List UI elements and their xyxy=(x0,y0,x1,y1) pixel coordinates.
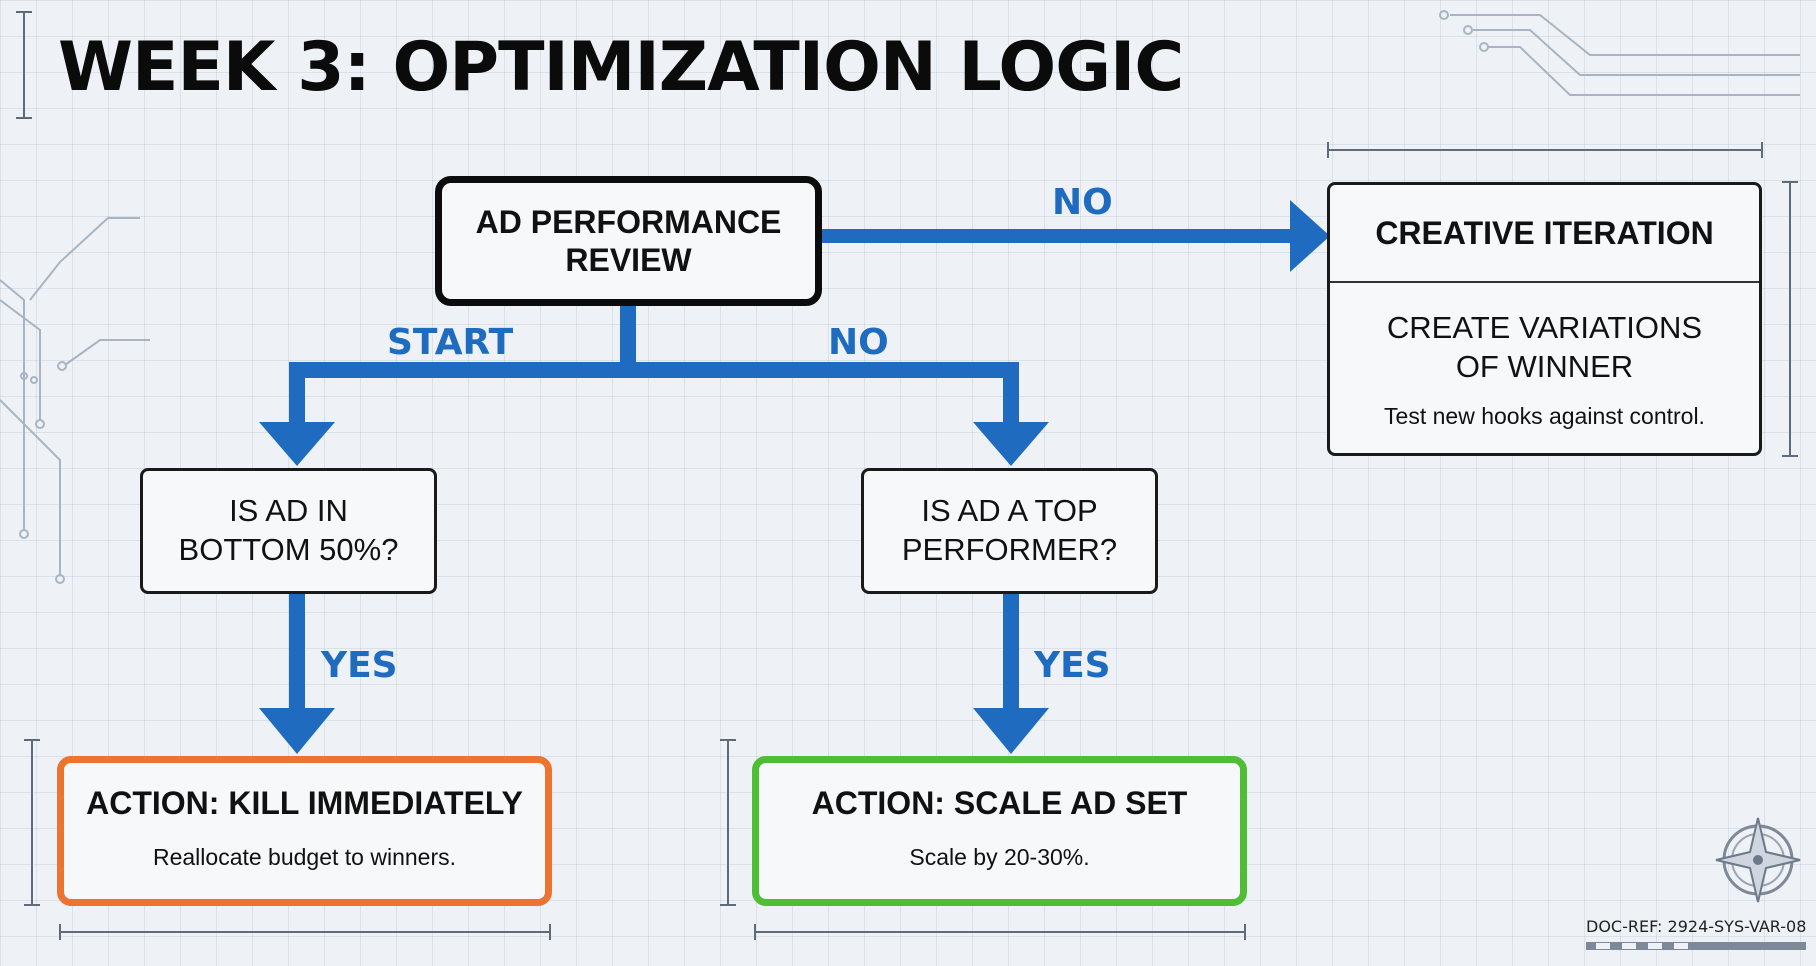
node-label-line-1: IS AD IN xyxy=(229,493,348,529)
node-note: Scale by 20-30%. xyxy=(909,844,1090,870)
decor-circuit-top-right xyxy=(1439,10,1800,96)
footer-scale-bar xyxy=(1586,942,1806,950)
node-title: CREATIVE ITERATION xyxy=(1330,185,1759,283)
node-action-scale: ACTION: SCALE AD SET Scale by 20-30%. xyxy=(752,756,1247,906)
node-ad-performance-review: AD PERFORMANCE REVIEW xyxy=(435,176,822,306)
node-label-line-2: REVIEW xyxy=(565,242,692,278)
node-label-line-1: AD PERFORMANCE xyxy=(475,203,782,240)
flow-arrows xyxy=(259,200,1330,754)
decor-circuit-left xyxy=(0,217,150,584)
node-note: Test new hooks against control. xyxy=(1384,402,1705,429)
edge-label-yes-kill: YES xyxy=(321,645,398,686)
node-top-performer-check: IS AD A TOP PERFORMER? xyxy=(861,468,1158,594)
doc-ref: DOC-REF: 2924-SYS-VAR-08 xyxy=(1586,917,1807,936)
node-body-line-1: CREATE VARIATIONS xyxy=(1386,310,1703,345)
node-title: ACTION: SCALE AD SET xyxy=(811,785,1188,821)
node-bottom-50-check: IS AD IN BOTTOM 50%? xyxy=(140,468,437,594)
edge-label-start: START xyxy=(387,322,514,363)
node-body-line-2: OF WINNER xyxy=(1455,348,1634,384)
node-label-line-1: IS AD A TOP xyxy=(921,493,1098,529)
compass-icon xyxy=(1715,817,1801,903)
edge-label-no-top: NO xyxy=(828,322,889,363)
node-action-kill: ACTION: KILL IMMEDIATELY Reallocate budg… xyxy=(57,756,552,906)
edge-label-no-creative: NO xyxy=(1052,182,1113,223)
node-note: Reallocate budget to winners. xyxy=(152,844,457,870)
page-title: WEEK 3: OPTIMIZATION LOGIC xyxy=(58,28,1184,107)
node-title: ACTION: KILL IMMEDIATELY xyxy=(86,785,523,821)
edge-label-yes-scale: YES xyxy=(1034,645,1111,686)
node-body: CREATE VARIATIONS OF WINNER xyxy=(1387,309,1702,387)
node-label-line-2: BOTTOM 50%? xyxy=(178,532,399,567)
dimension-markers xyxy=(16,11,1798,940)
node-label-line-2: PERFORMER? xyxy=(901,532,1118,567)
node-creative-iteration: CREATIVE ITERATION CREATE VARIATIONS OF … xyxy=(1327,182,1762,456)
